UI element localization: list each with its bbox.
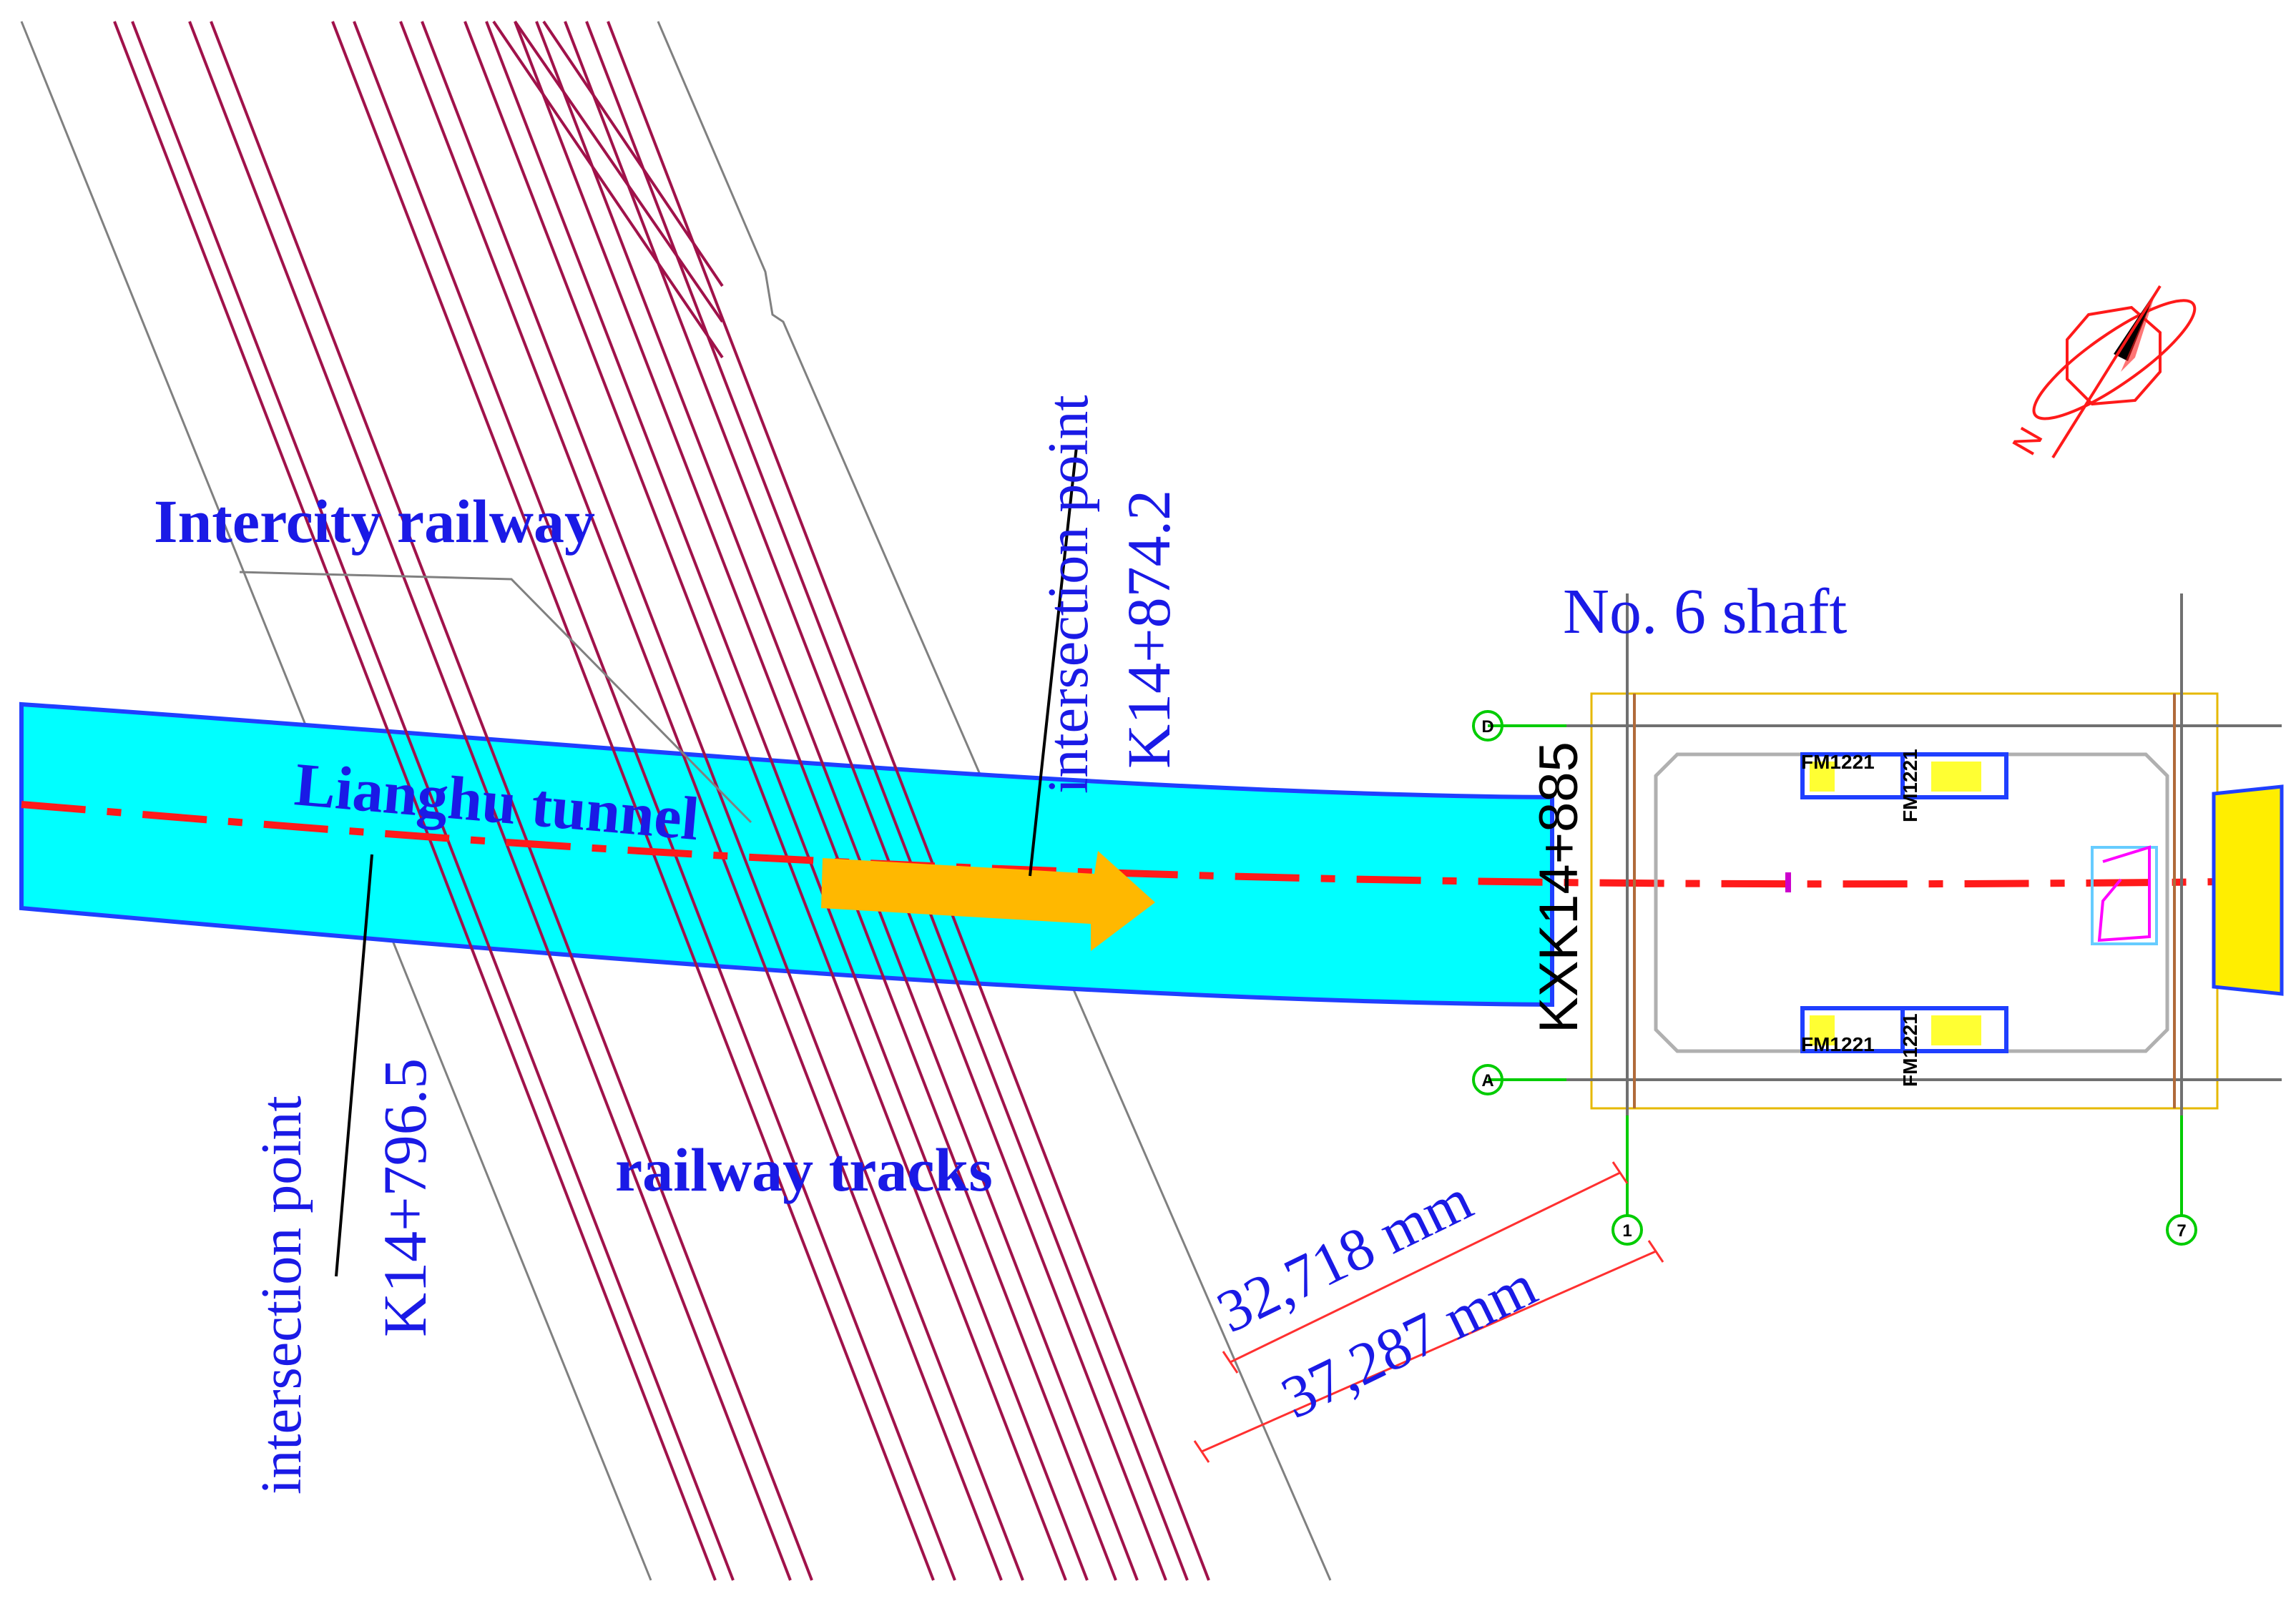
- track-line: [463, 21, 1067, 1581]
- track-line: [514, 21, 1117, 1581]
- shaft-wall-lines: [1633, 694, 2176, 1108]
- label-intercity-railway: Intercity railway: [154, 487, 595, 556]
- next-tunnel-segment: [2212, 784, 2284, 996]
- dim-line-outer: [1201, 1250, 1657, 1453]
- fm-label-top-horizontal: FM1221: [1801, 751, 1875, 773]
- label-intersection-right-title: intersection point: [1037, 395, 1100, 794]
- label-railway-tracks: railway tracks: [615, 1135, 993, 1204]
- label-shaft-chainage: KXK14+885: [1529, 742, 1589, 1033]
- north-arrow-icon: [2032, 285, 2197, 459]
- grid-marker-a: [1472, 1064, 1503, 1095]
- track-line: [542, 20, 724, 287]
- track-line: [514, 20, 724, 323]
- railway-tracks: [113, 20, 1210, 1581]
- grid-label-d: D: [1481, 717, 1493, 737]
- grid-marker-7: [2166, 1214, 2197, 1246]
- track-line: [210, 21, 813, 1581]
- equipment-bottom: [1800, 1006, 2008, 1053]
- track-line: [564, 21, 1167, 1581]
- track-line: [113, 21, 717, 1581]
- dim-line-inner: [1230, 1171, 1621, 1364]
- shaft-end-block-shape: [2097, 845, 2151, 942]
- leader-intersection-right: [1029, 446, 1078, 877]
- label-intersection-right-chainage: K14+874.2: [1114, 490, 1183, 769]
- shaft-end-block-outline: [2091, 846, 2158, 945]
- leader-lines: [239, 446, 1078, 1277]
- leader-intersection-left: [335, 854, 373, 1277]
- fm-label-bottom-vertical: FM1221: [1899, 1013, 1921, 1087]
- label-shaft: No. 6 shaft: [1563, 576, 1847, 647]
- grid-label-1: 1: [1622, 1221, 1632, 1241]
- shaft-inner-outline: [1654, 752, 2169, 1053]
- track-line: [607, 21, 1210, 1581]
- track-line: [535, 21, 1139, 1581]
- compass-axis: [2051, 285, 2162, 459]
- equipment-fill-top-right: [1931, 762, 1981, 792]
- track-line: [485, 21, 1089, 1581]
- compass-ellipse: [2032, 299, 2197, 420]
- dim-tick: [1647, 1240, 1664, 1263]
- tunnel-direction-arrow: [821, 851, 1155, 951]
- grid-label-a: A: [1481, 1071, 1493, 1090]
- leader-intercity-railway: [239, 571, 752, 824]
- grid-marker-d: [1472, 710, 1503, 742]
- magenta-marker: [1785, 872, 1791, 892]
- fm-label-top-vertical: FM1221: [1899, 749, 1921, 822]
- grid-marker-1: [1611, 1214, 1643, 1246]
- dim-tick: [1611, 1161, 1629, 1184]
- track-line: [585, 21, 1189, 1581]
- equipment-fill-bottom-left: [1810, 1015, 1835, 1045]
- track-line: [188, 21, 792, 1581]
- compass-needle-light: [2121, 290, 2157, 372]
- equipment-fill-bottom-right: [1931, 1015, 1981, 1045]
- shaft-grid-lines: [1488, 593, 2282, 1115]
- track-line: [399, 21, 1003, 1581]
- dim-tick: [1193, 1440, 1210, 1463]
- track-line: [331, 21, 935, 1581]
- label-intersection-left-title: intersection point: [250, 1095, 313, 1494]
- dimension-lines: [1193, 1161, 1664, 1463]
- label-intersection-left-chainage: K14+796.5: [371, 1058, 439, 1337]
- track-line: [421, 21, 1024, 1581]
- fm-label-bottom-horizontal: FM1221: [1801, 1033, 1875, 1055]
- equipment-fill-top-left: [1810, 762, 1835, 792]
- equipment-top: [1800, 752, 2008, 799]
- grid-markers: [1472, 710, 2197, 1246]
- boundary-line-right: [657, 21, 1332, 1581]
- track-line: [492, 20, 724, 359]
- track-line: [353, 21, 956, 1581]
- dim-tick: [1222, 1351, 1239, 1374]
- grid-label-7: 7: [2177, 1221, 2186, 1241]
- track-line: [131, 21, 735, 1581]
